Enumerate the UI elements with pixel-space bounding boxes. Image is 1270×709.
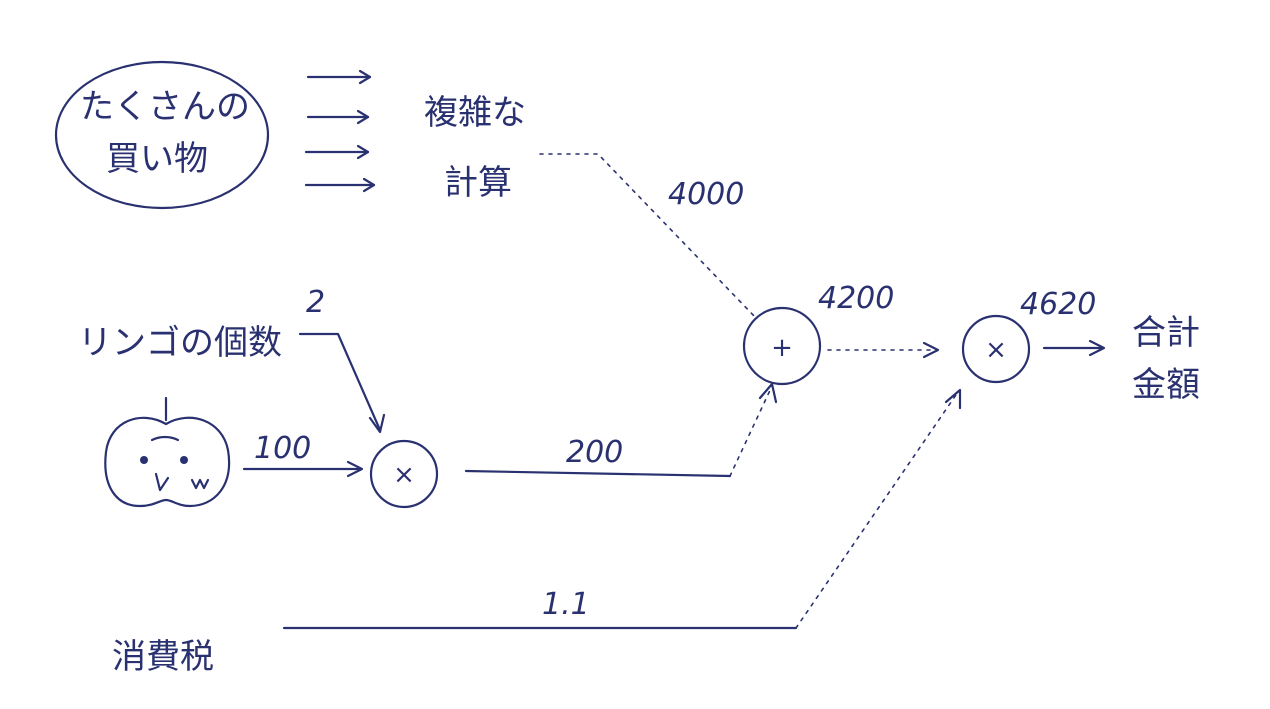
arrowhead-icon: [944, 388, 962, 410]
arrow-icon: [306, 69, 372, 85]
arrow-icon: [304, 177, 376, 193]
apple-count-label: リンゴの個数: [78, 323, 282, 363]
mul-node-1: [369, 439, 439, 509]
arrowhead-icon: [368, 413, 386, 434]
tax-label: 消費税: [112, 637, 214, 677]
value-add: 4200: [818, 281, 894, 316]
total-label-line1: 合計: [1132, 313, 1200, 353]
value-count: 2: [306, 285, 325, 320]
apple-icon: [104, 396, 231, 508]
shopping-bubble: [54, 60, 270, 210]
arrowhead-icon: [922, 341, 940, 359]
count-to-mul-edge: [298, 332, 382, 432]
mul-to-add-edge: [464, 469, 732, 478]
add-node: [742, 306, 822, 386]
value-total: 4620: [1020, 287, 1096, 322]
mul-to-add-edge-dashed: [729, 385, 773, 477]
value-apple: 100: [254, 431, 311, 466]
arrowhead-icon: [758, 382, 778, 404]
value-complex: 4000: [668, 177, 744, 212]
arrow-icon: [304, 144, 370, 160]
many-arrows: [304, 69, 376, 193]
shopping-label-line2: 買い物: [106, 139, 208, 179]
value-mul1: 200: [566, 435, 623, 470]
complex-to-add-edge: [539, 153, 757, 319]
arrowhead-icon: [1088, 339, 1106, 357]
shopping-label-line1: たくさんの: [80, 87, 250, 127]
add-node-op: +: [771, 333, 793, 363]
value-tax: 1.1: [542, 587, 590, 622]
complex-label-line1: 複雑な: [424, 93, 526, 133]
mul-node-1-op: ×: [393, 460, 415, 490]
arrowhead-icon: [346, 460, 364, 478]
complex-label-line2: 計算: [444, 163, 512, 203]
total-label-line2: 金額: [1132, 365, 1200, 405]
arrow-icon: [306, 109, 370, 125]
mul-node-2: [961, 314, 1031, 384]
tax-to-mul-edge: [795, 391, 959, 629]
mul-node-2-op: ×: [985, 335, 1007, 365]
